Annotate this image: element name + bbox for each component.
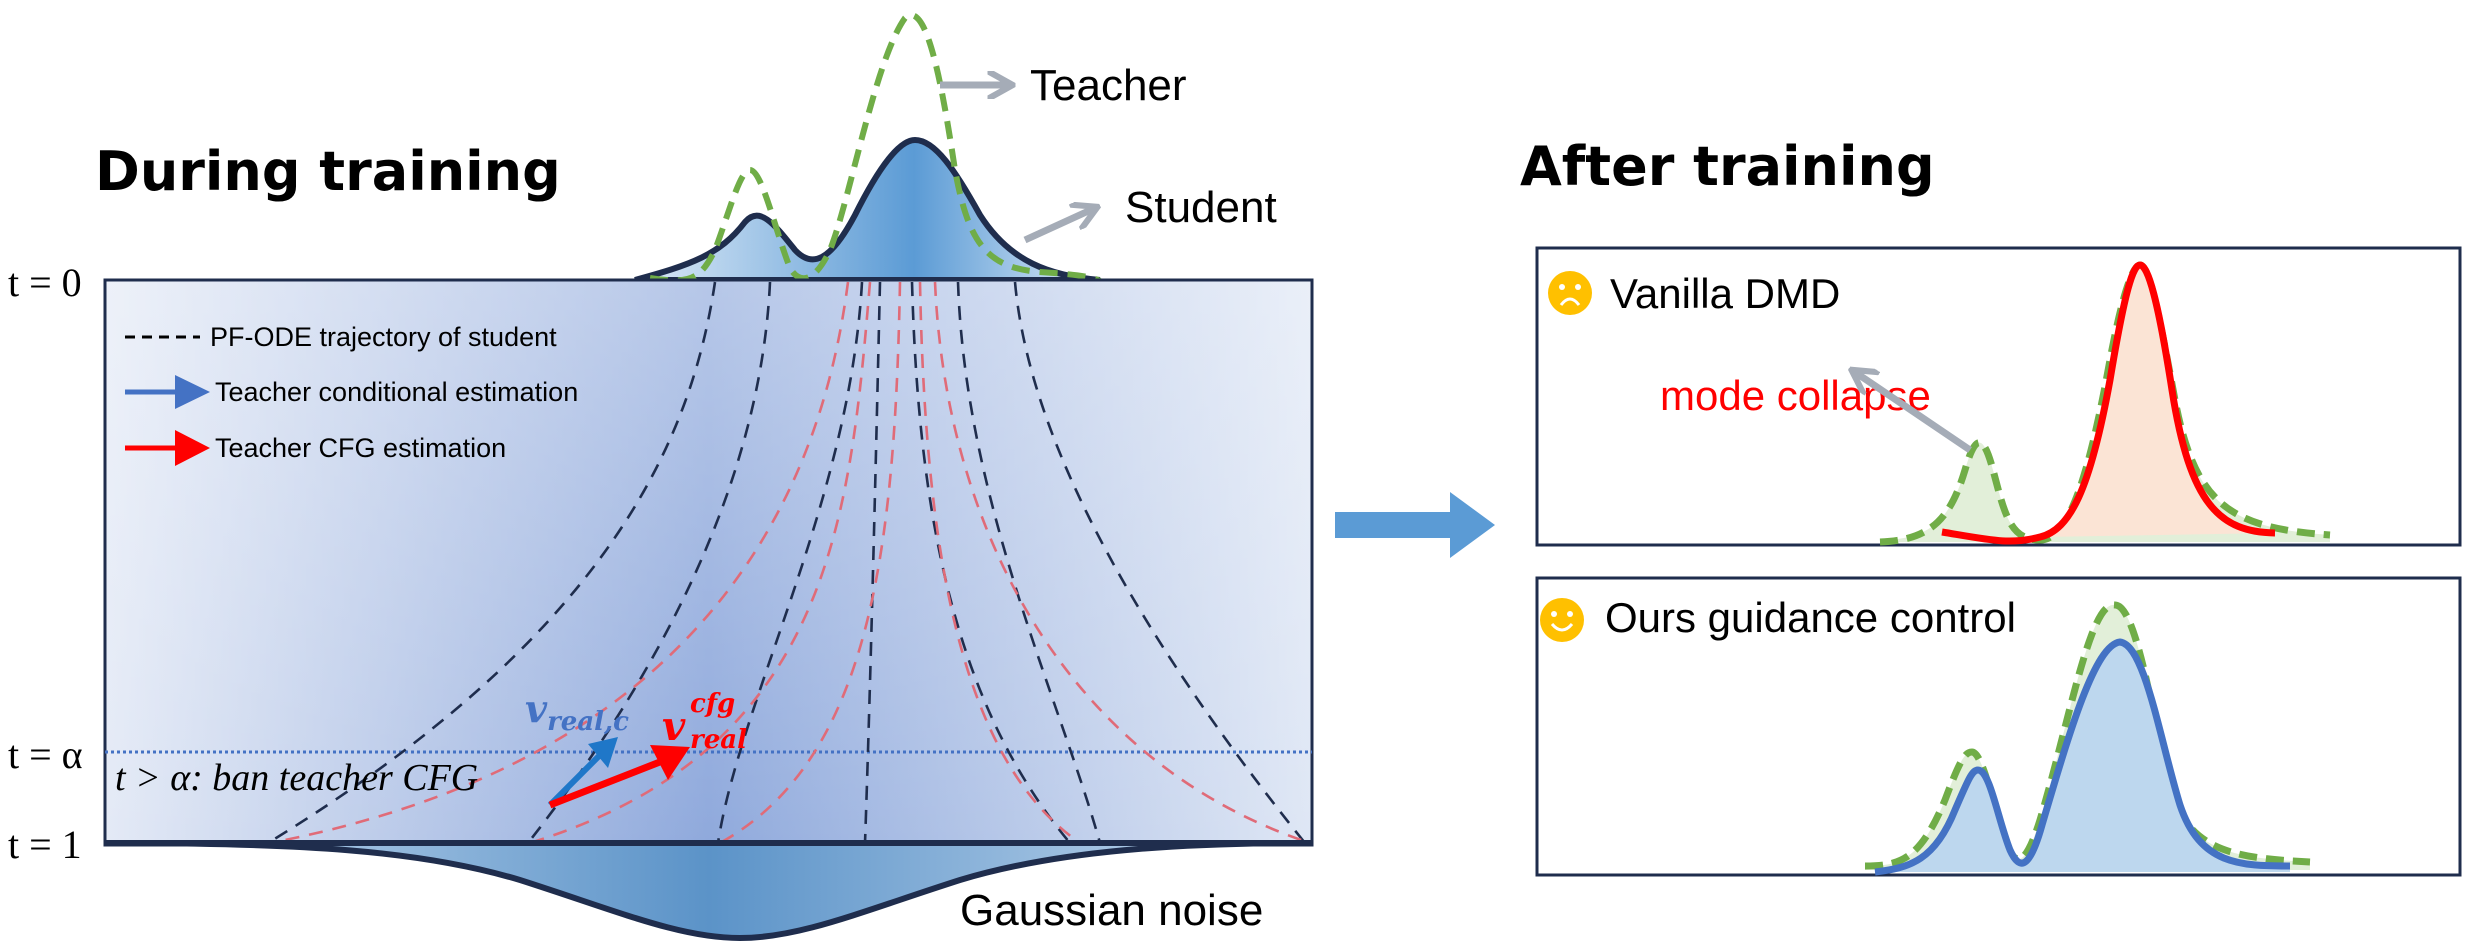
legend: PF-ODE trajectory of student Teacher con… xyxy=(125,322,578,466)
student-curve xyxy=(1941,261,2276,545)
svg-text:real: real xyxy=(690,725,747,755)
student-label: Student xyxy=(1125,183,1277,232)
teacher-label: Teacher xyxy=(1030,61,1187,110)
blue-arrow-icon xyxy=(125,375,210,409)
smile-face-icon xyxy=(1540,598,1584,642)
sad-face-icon xyxy=(1548,271,1592,315)
guidance-control-panel: Ours guidance control xyxy=(1535,576,2462,877)
panel-title: Ours guidance control xyxy=(1605,594,2016,641)
legend-label: PF-ODE trajectory of student xyxy=(210,322,557,352)
t1-label: t = 1 xyxy=(8,822,82,867)
svg-text:cfg: cfg xyxy=(690,689,735,719)
transition-arrow-icon xyxy=(1335,492,1495,558)
legend-label: Teacher CFG estimation xyxy=(215,433,506,463)
student-curve xyxy=(1874,638,2291,876)
ban-cfg-text: t > α: ban teacher CFG xyxy=(115,757,478,799)
student-distribution xyxy=(634,136,1101,283)
v-real-cfg-label: v cfg real xyxy=(662,689,747,755)
after-training-title: After training xyxy=(1520,135,1935,198)
legend-label: Teacher conditional estimation xyxy=(215,377,578,407)
gaussian-noise-distribution xyxy=(104,840,1313,942)
v-real-c-label: vreal,c xyxy=(525,686,629,737)
gaussian-noise-label: Gaussian noise xyxy=(960,886,1263,935)
t0-label: t = 0 xyxy=(8,260,82,305)
red-arrow-icon xyxy=(125,430,210,466)
svg-text:v: v xyxy=(662,703,686,750)
teacher-distribution xyxy=(649,12,1102,284)
vanilla-dmd-panel: Vanilla DMD mode collapse xyxy=(1535,246,2462,547)
talpha-label: t = α xyxy=(8,732,83,777)
teacher-curve xyxy=(1879,261,2331,546)
student-pointer-arrow xyxy=(1023,208,1095,244)
during-training-title: During training xyxy=(95,140,561,203)
red-velocity-vector xyxy=(548,745,690,809)
panel-title: Vanilla DMD xyxy=(1610,270,1840,317)
trajectory-panel xyxy=(103,278,1314,847)
blue-velocity-vector xyxy=(547,737,618,808)
mode-collapse-pointer-arrow xyxy=(1849,371,1972,453)
teacher-trajectories xyxy=(269,281,1311,845)
